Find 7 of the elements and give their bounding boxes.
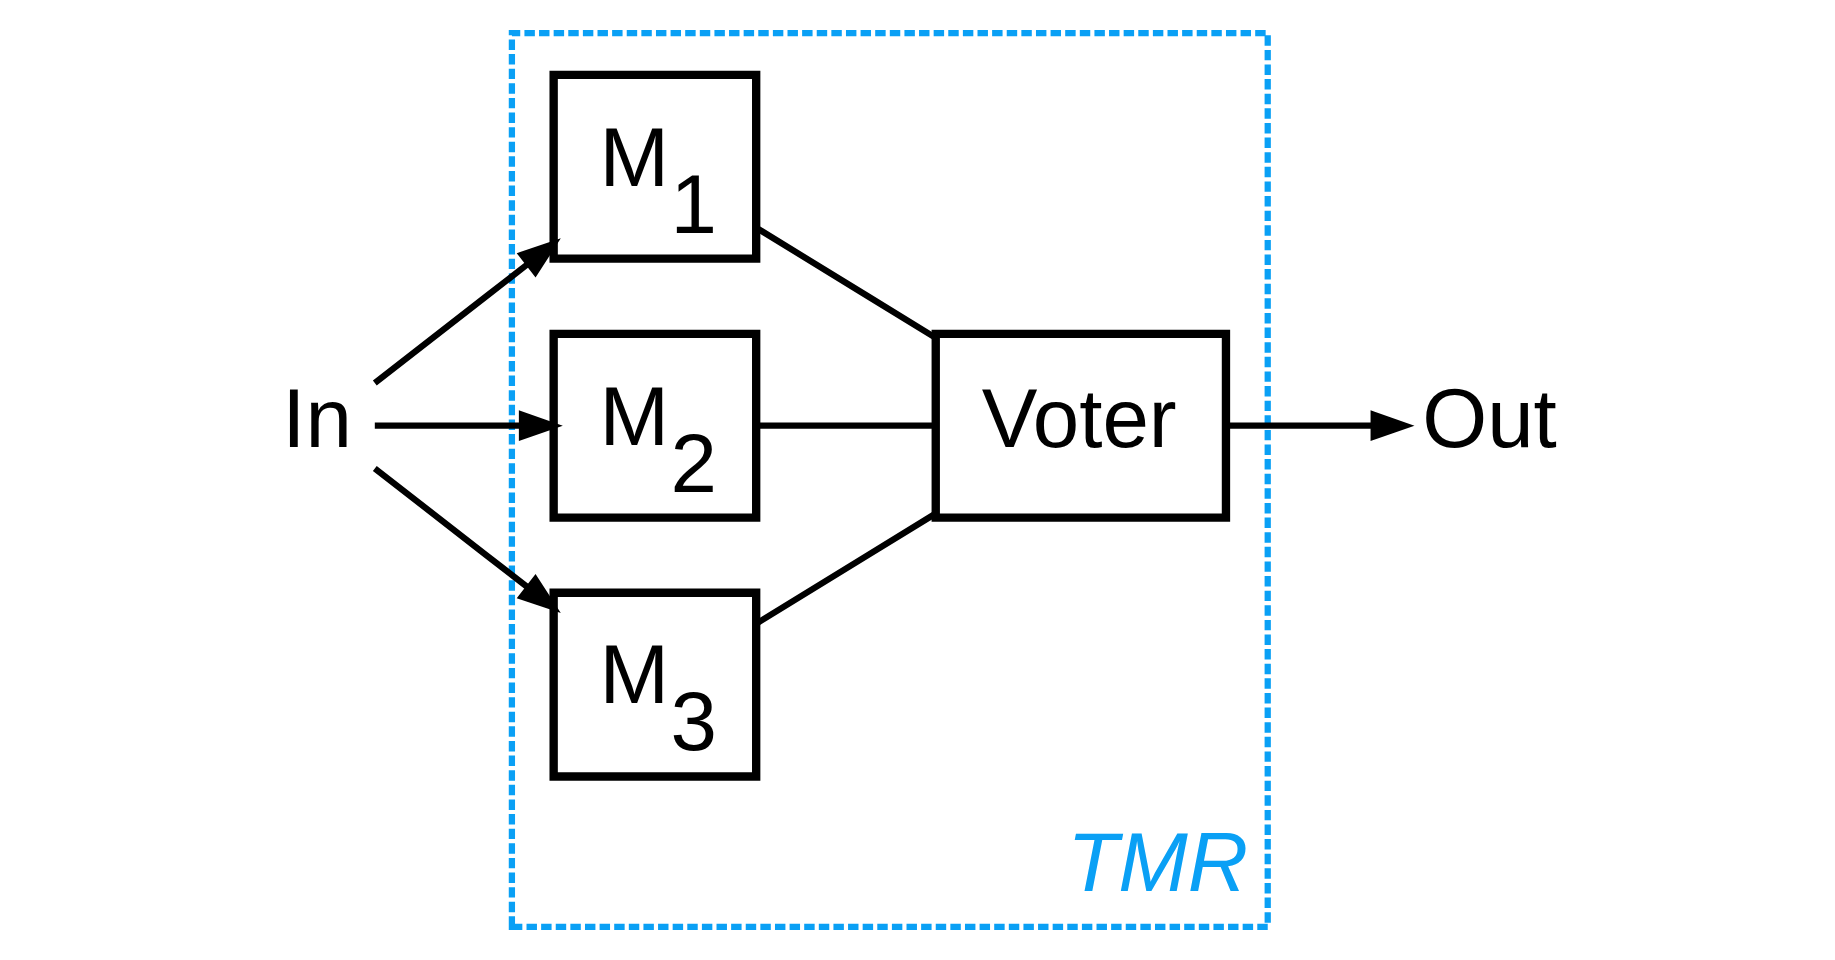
node-box: Voter bbox=[931, 329, 1230, 522]
node-text: In bbox=[281, 370, 352, 465]
arrow bbox=[372, 466, 561, 614]
arrow bbox=[1225, 410, 1414, 442]
node-text: Out bbox=[1421, 370, 1557, 465]
arrow bbox=[372, 238, 561, 386]
arrow bbox=[374, 410, 563, 442]
